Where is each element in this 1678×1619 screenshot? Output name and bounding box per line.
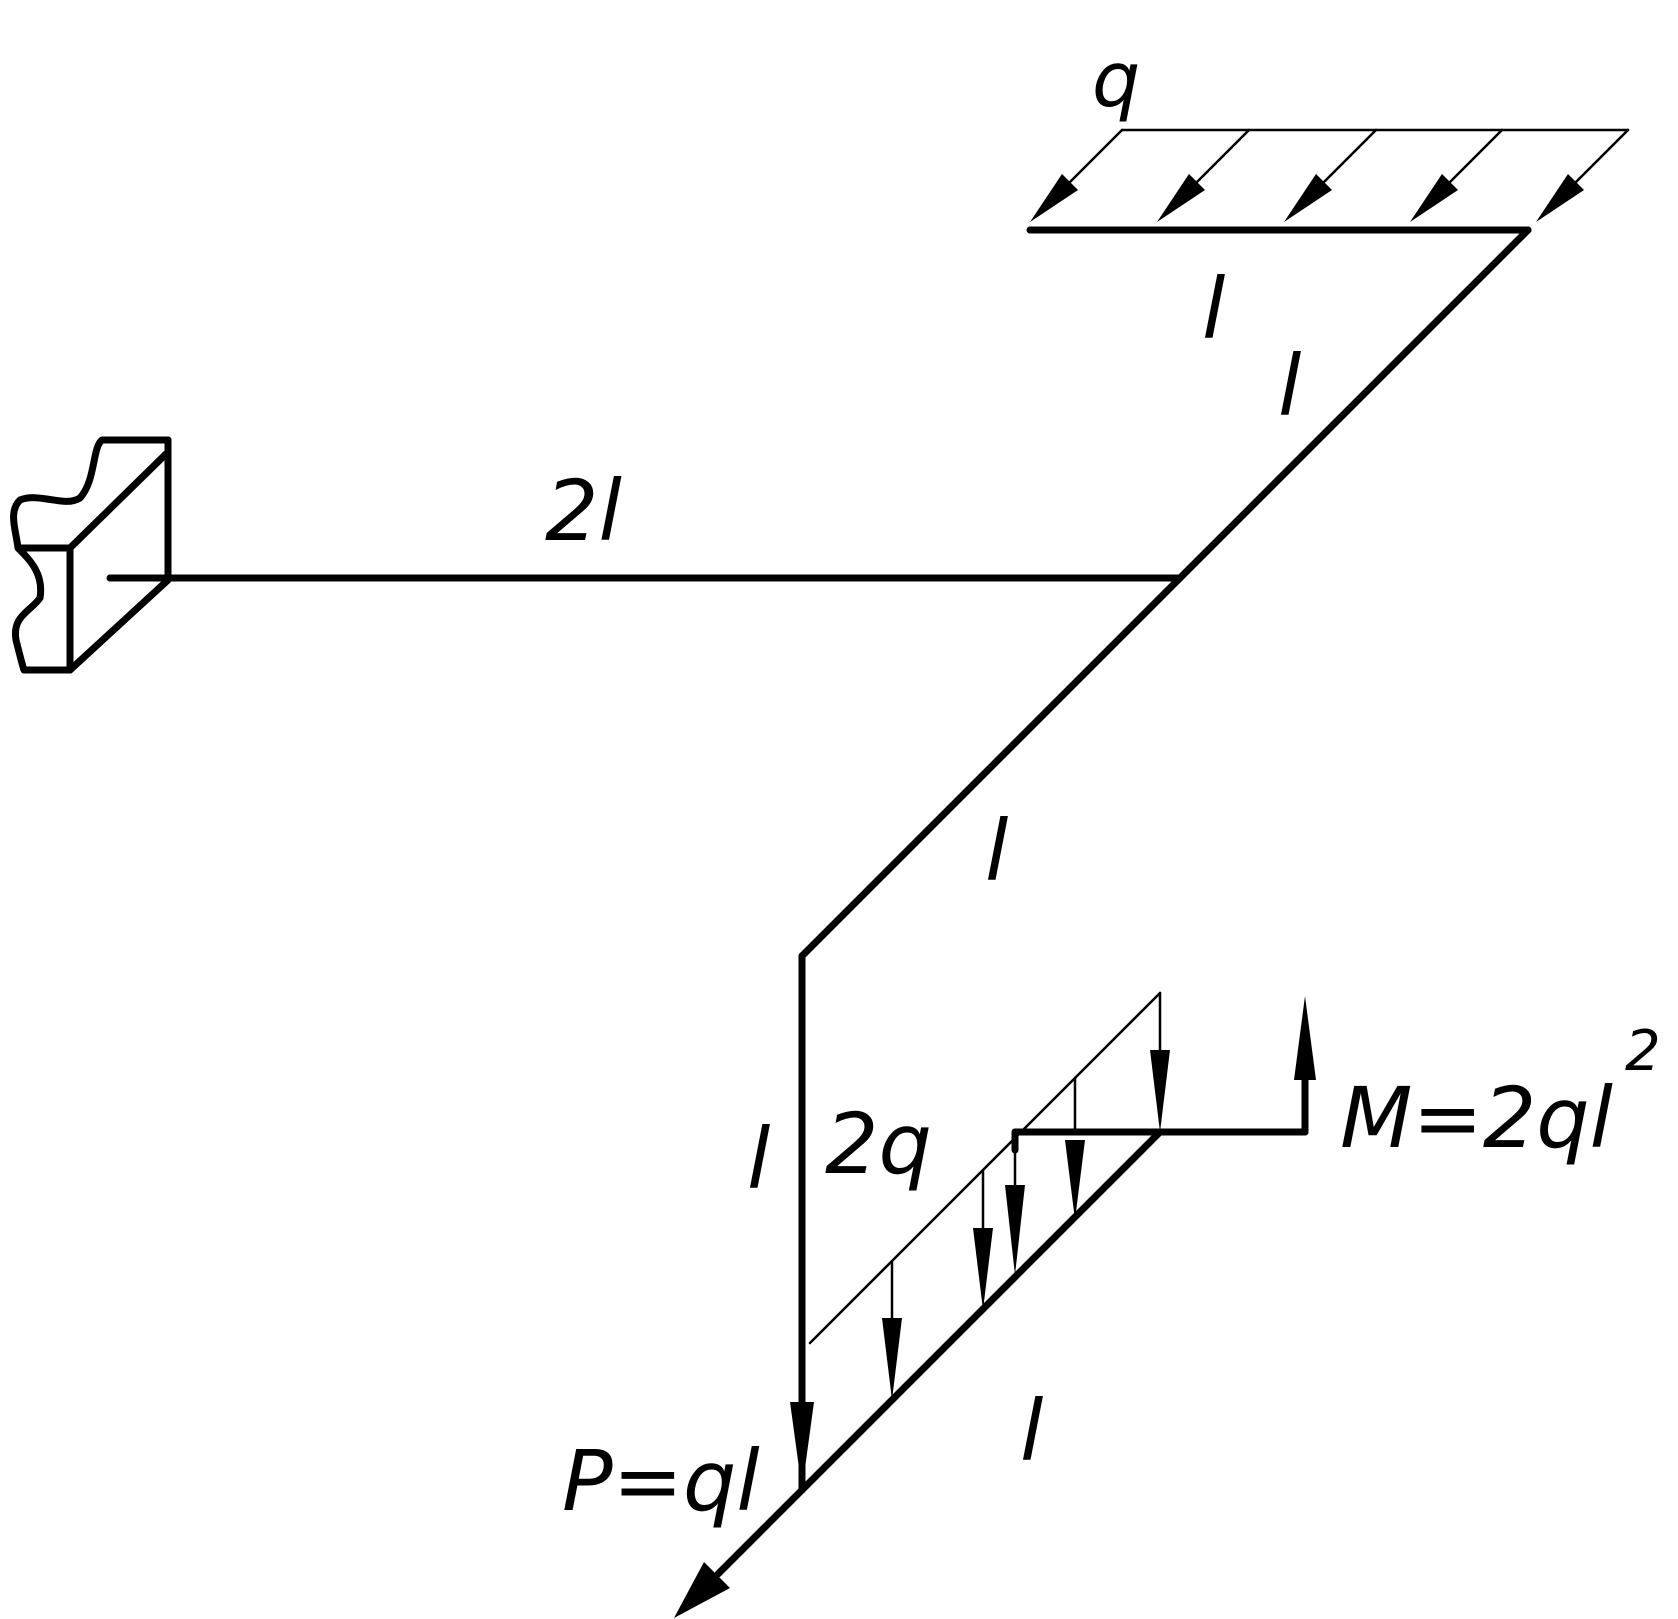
label-2l: 2l [545,462,622,560]
frame-members [106,226,1532,1494]
label-2q: 2q [825,1095,932,1193]
label-l-lower-segment: l [1020,1382,1043,1480]
axis-arrow-lower [674,1486,806,1618]
diagonal-member-upper [1176,226,1532,582]
label-l-diag-upper: l [1278,337,1301,435]
label-l-vertical: l [747,1110,770,1208]
labels: q l l 2l l l 2q M=2ql 2 P=ql l [545,35,1661,1530]
load-arrow-2q-3 [1065,1076,1085,1220]
load-arrow-q-1 [1030,128,1124,222]
load-arrow-2q-5 [1005,1148,1025,1275]
fixed-support [10,436,172,674]
label-l-diag-middle: l [985,802,1008,900]
moment-arrow-m [1294,996,1316,1136]
load-arrow-q-5 [1536,128,1630,222]
diagonal-member-lower [798,574,1184,960]
label-moment: M=2ql [1340,1069,1613,1167]
label-force-p: P=ql [562,1432,760,1530]
load-arrow-2q-1 [882,1260,902,1400]
load-arrow-2q-2 [973,1168,993,1310]
distributed-load-2q [808,991,1170,1400]
lower-diagonal-segment [798,1128,1164,1494]
label-l-top-load: l [1202,260,1225,358]
load-arrow-2q-4 [1150,991,1170,1132]
load-envelope-2q [808,991,1162,1345]
load-arrow-q-3 [1284,128,1378,222]
label-q-top: q [1092,35,1140,124]
distributed-load-q [1030,128,1630,222]
force-arrow-p [790,1396,814,1490]
load-arrow-q-4 [1410,128,1504,222]
label-moment-exponent: 2 [1625,1019,1661,1084]
load-arrow-q-2 [1157,128,1251,222]
